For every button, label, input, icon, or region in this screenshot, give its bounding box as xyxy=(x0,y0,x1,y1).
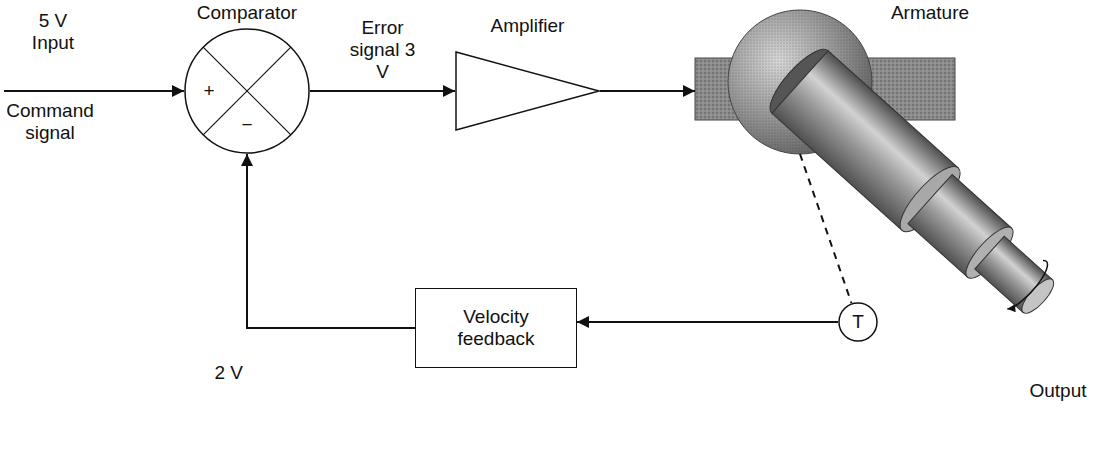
node-heading: Comparator xyxy=(164,2,330,24)
armature: Armature xyxy=(695,0,980,154)
comparator-circle-outline xyxy=(184,28,310,154)
drive-line xyxy=(600,90,695,92)
input-arrow xyxy=(4,90,184,92)
output-label: Output xyxy=(1016,380,1100,402)
signal-value: 5 V Input xyxy=(18,10,88,54)
tachometer-coupling xyxy=(800,154,851,303)
box-text: Velocity feedback xyxy=(436,306,556,350)
motor-drawing xyxy=(695,10,1072,333)
amplifier-triangle: Amplifier xyxy=(455,51,600,131)
feedback-line xyxy=(247,154,415,328)
tachometer-circle: T xyxy=(838,302,878,342)
amplifier-triangle-outline xyxy=(455,51,600,131)
tachometer-signal-line xyxy=(577,321,838,323)
plus-sign: + xyxy=(194,80,224,102)
minus-sign: − xyxy=(232,114,262,136)
signal-label: 2 V xyxy=(214,362,243,384)
comparator-circle: Comparator+− xyxy=(184,28,310,154)
signal-name: Command signal xyxy=(0,100,100,144)
node-heading: Amplifier xyxy=(455,15,600,37)
tachometer-letter: T xyxy=(838,311,878,333)
node-heading: Armature xyxy=(880,2,980,24)
error-signal-line xyxy=(310,90,455,92)
process-box: Velocity feedback xyxy=(415,288,577,368)
signal-label: Error signal 3 V xyxy=(343,17,423,83)
shaft xyxy=(761,41,1071,332)
rotation-arrow xyxy=(1003,259,1054,313)
